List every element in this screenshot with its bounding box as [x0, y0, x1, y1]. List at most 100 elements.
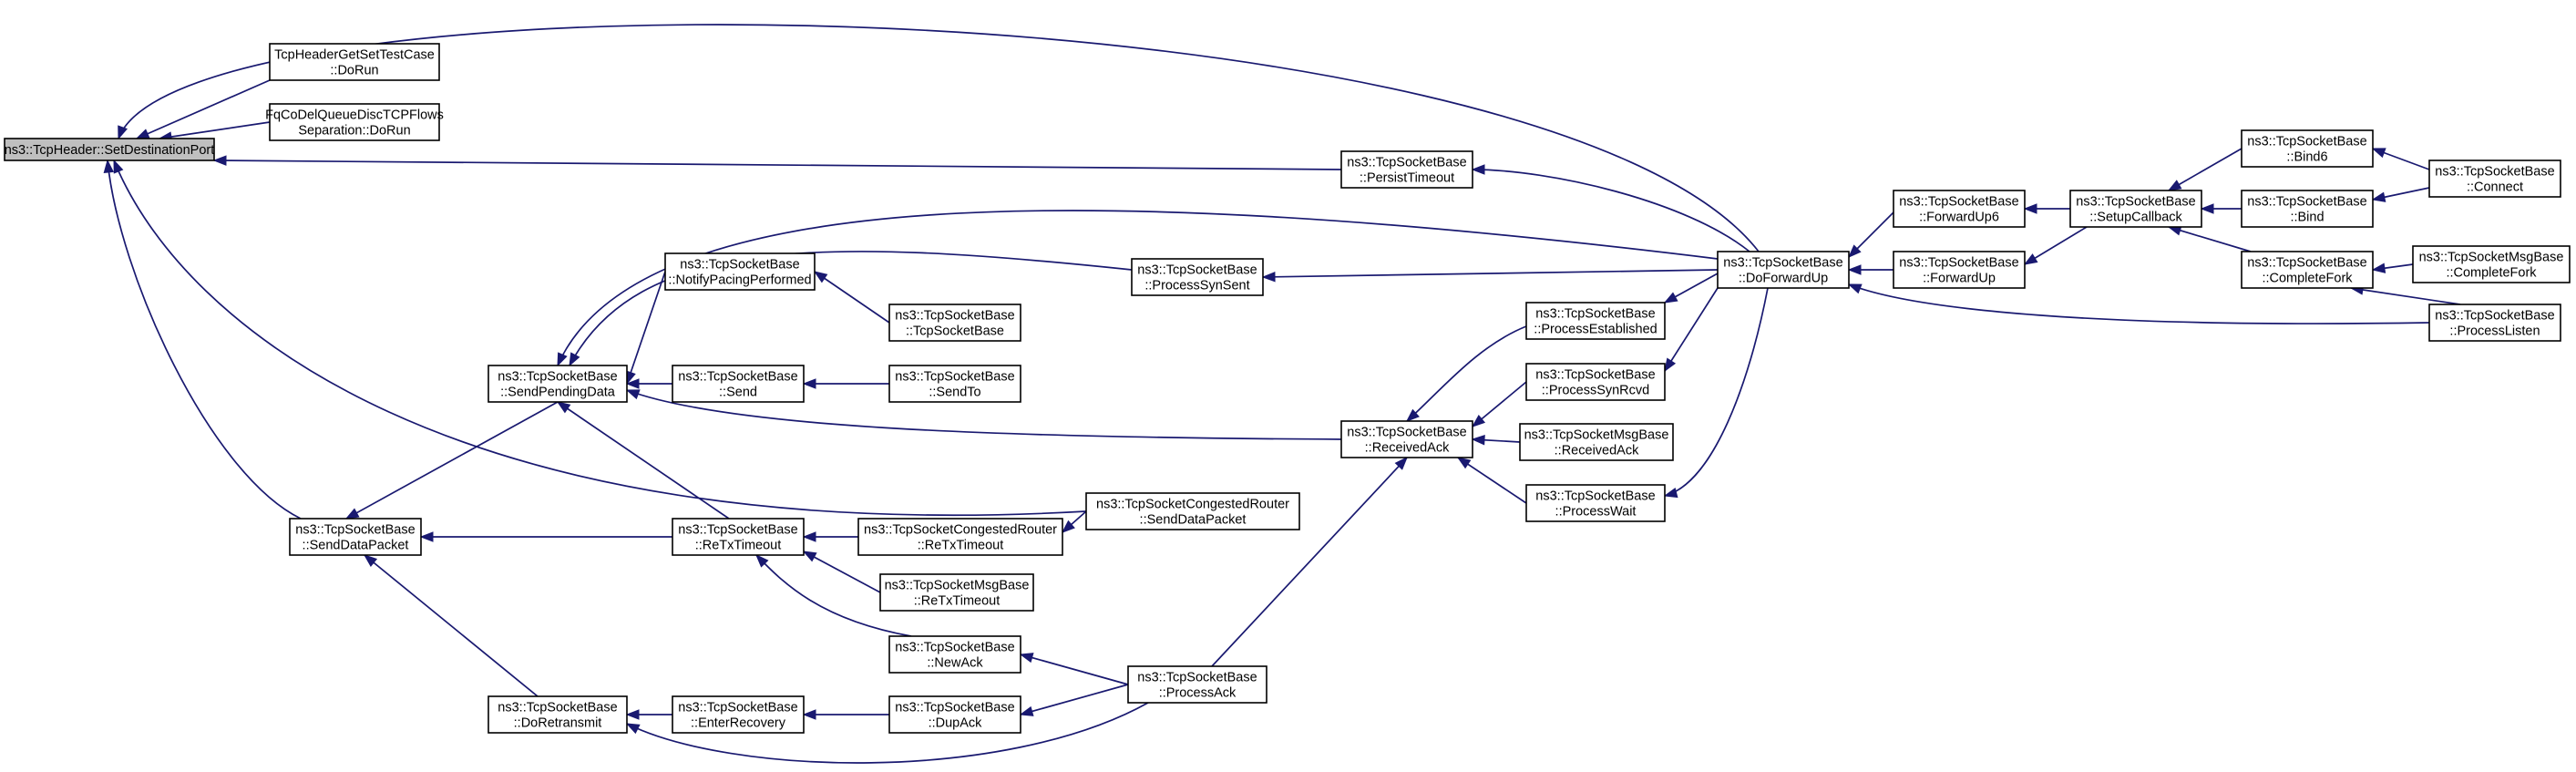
node-label-line: ::DoRetransmit: [514, 716, 602, 731]
node-recv-ack[interactable]: ns3::TcpSocketBase::ReceivedAck: [1340, 420, 1473, 458]
node-label-line: ::PersistTimeout: [1360, 171, 1454, 186]
edge-persist-to-root: [213, 160, 1342, 170]
node-label-line: ns3::TcpSocketBase: [895, 370, 1014, 385]
edge-proc-ack-to-recv-ack: [1211, 457, 1408, 667]
edge-do-fwd-to-persist-arrowhead: [1471, 164, 1485, 175]
node-label-line: ::SendPendingData: [500, 386, 616, 400]
node-do-fwd[interactable]: ns3::TcpSocketBase::DoForwardUp: [1717, 251, 1850, 289]
node-label-line: ns3::TcpSocketBase: [895, 641, 1014, 655]
node-cong-retx[interactable]: ns3::TcpSocketCongestedRouter::ReTxTimeo…: [857, 518, 1063, 556]
node-box: [879, 573, 1034, 612]
node-label-line: ::ForwardUp: [1923, 272, 1996, 286]
node-connect[interactable]: ns3::TcpSocketBase::Connect: [2428, 160, 2561, 198]
node-box: [1525, 302, 1666, 340]
node-persist[interactable]: ns3::TcpSocketBase::PersistTimeout: [1340, 150, 1473, 189]
node-label-line: ::ProcessSynRcvd: [1542, 384, 1649, 398]
node-msg-retx[interactable]: ns3::TcpSocketMsgBase::ReTxTimeout: [879, 573, 1034, 612]
node-box: [1085, 492, 1300, 530]
node-box: [487, 695, 628, 734]
edge-do-fwd-to-proc-syn-r-arrowhead: [1664, 357, 1677, 373]
edge-hdr-test-to-root: [136, 79, 271, 139]
node-setup-cb[interactable]: ns3::TcpSocketBase::SetupCallback: [2069, 190, 2202, 228]
node-box: [672, 518, 805, 556]
edge-dup-ack-to-enter-rec-arrowhead: [802, 709, 816, 720]
edge-recv-ack-to-send-pend: [626, 389, 1342, 440]
node-label-line: ns3::TcpSocketBase: [1535, 307, 1655, 322]
node-box: [4, 138, 215, 161]
edge-do-fwd-to-send-pend-arrowhead: [557, 352, 568, 367]
node-proc-ack[interactable]: ns3::TcpSocketBase::ProcessAck: [1127, 665, 1267, 704]
node-label-line: ns3::TcpSocketBase: [2247, 195, 2366, 210]
edge-bind6-to-setup-cb: [2168, 148, 2242, 191]
node-label-line: ns3::TcpSocketBase: [498, 701, 617, 715]
node-label-line: ns3::TcpSocketBase: [678, 701, 797, 715]
node-label-line: ::SetupCallback: [2089, 211, 2182, 225]
node-sock-base[interactable]: ns3::TcpSocketBase::TcpSocketBase: [888, 304, 1021, 342]
node-label-line: ns3::TcpSocketBase: [678, 370, 797, 385]
node-box: [857, 518, 1063, 556]
node-msg-recv[interactable]: ns3::TcpSocketMsgBase::ReceivedAck: [1519, 423, 1674, 461]
edge-re-tx-to-send-pend: [557, 401, 730, 520]
node-dup-ack[interactable]: ns3::TcpSocketBase::DupAck: [888, 695, 1021, 734]
node-notify[interactable]: ns3::TcpSocketBase::NotifyPacingPerforme…: [664, 252, 816, 291]
node-fwd-up6[interactable]: ns3::TcpSocketBase::ForwardUp6: [1893, 190, 2026, 228]
node-box: [888, 304, 1021, 342]
node-root[interactable]: ns3::TcpHeader::SetDestinationPort: [4, 138, 215, 161]
node-proc-syn-r[interactable]: ns3::TcpSocketBase::ProcessSynRcvd: [1525, 363, 1666, 401]
edge-send-data-to-root-arrowhead: [103, 159, 115, 173]
node-new-ack[interactable]: ns3::TcpSocketBase::NewAck: [888, 635, 1021, 674]
node-box: [1340, 420, 1473, 458]
edge-cong-send-to-root-arrowhead: [113, 159, 124, 174]
node-bind6[interactable]: ns3::TcpSocketBase::Bind6: [2241, 129, 2374, 168]
node-cong-send[interactable]: ns3::TcpSocketCongestedRouter::SendDataP…: [1085, 492, 1300, 530]
node-layer: ns3::TcpHeader::SetDestinationPort TcpHea…: [4, 43, 2571, 734]
node-box: [1519, 423, 1674, 461]
node-do-retx[interactable]: ns3::TcpSocketBase::DoRetransmit: [487, 695, 628, 734]
node-box: [2241, 190, 2374, 228]
node-box: [1127, 665, 1267, 704]
edge-do-fwd-to-persist: [1472, 169, 1750, 252]
node-hdr-test[interactable]: TcpHeaderGetSetTestCase::DoRun: [269, 43, 440, 81]
node-label-line: ::SendTo: [929, 386, 980, 400]
node-label-line: Separation::DoRun: [298, 124, 410, 139]
node-label-line: ::ProcessSynSent: [1144, 279, 1249, 293]
node-box: [672, 695, 805, 734]
edge-connect-to-bind6-arrowhead: [2371, 148, 2386, 159]
node-label-line: ns3::TcpHeader::SetDestinationPort: [5, 143, 215, 158]
node-box: [2241, 251, 2374, 289]
node-label-line: ns3::TcpSocketBase: [1137, 263, 1257, 278]
edge-send-pend-to-send-data: [345, 401, 559, 520]
edge-proc-ack-to-recv-ack-arrowhead: [1394, 456, 1408, 470]
node-re-tx[interactable]: ns3::TcpSocketBase::ReTxTimeout: [672, 518, 805, 556]
node-proc-est[interactable]: ns3::TcpSocketBase::ProcessEstablished: [1525, 302, 1666, 340]
edge-syn-sent-to-send-pend-arrowhead: [569, 352, 580, 367]
edge-do-fwd-to-proc-wait: [1664, 287, 1769, 497]
edge-proc-ack-to-do-retx: [626, 702, 1149, 764]
node-comp-fork[interactable]: ns3::TcpSocketBase::CompleteFork: [2241, 251, 2374, 289]
node-label-line: ::DoForwardUp: [1739, 272, 1828, 286]
node-enter-rec[interactable]: ns3::TcpSocketBase::EnterRecovery: [672, 695, 805, 734]
node-fq-codel[interactable]: FqCoDelQueueDiscTCPFlowsSeparation::DoRu…: [265, 103, 444, 141]
node-syn-sent[interactable]: ns3::TcpSocketBase::ProcessSynSent: [1131, 258, 1264, 296]
node-send-pend[interactable]: ns3::TcpSocketBase::SendPendingData: [487, 365, 628, 403]
edge-recv-ack-to-send-pend-arrowhead: [625, 389, 641, 400]
node-label-line: ::SendDataPacket: [1140, 513, 1247, 528]
edge-cong-send-to-root: [113, 160, 1087, 516]
node-box: [269, 103, 440, 141]
edge-do-fwd-to-proc-wait-arrowhead: [1663, 488, 1678, 499]
node-label-line: ns3::TcpSocketBase: [295, 523, 415, 538]
node-msg-fork[interactable]: ns3::TcpSocketMsgBase::CompleteFork: [2412, 245, 2571, 283]
node-proc-wait[interactable]: ns3::TcpSocketBase::ProcessWait: [1525, 484, 1666, 522]
node-proc-listen[interactable]: ns3::TcpSocketBase::ProcessListen: [2428, 304, 2561, 342]
node-fwd-up[interactable]: ns3::TcpSocketBase::ForwardUp: [1893, 251, 2026, 289]
node-label-line: ::ReTxTimeout: [918, 539, 1004, 553]
node-label-line: ns3::TcpSocketBase: [1347, 426, 1466, 440]
node-bind[interactable]: ns3::TcpSocketBase::Bind: [2241, 190, 2374, 228]
node-box: [1893, 251, 2026, 289]
node-send[interactable]: ns3::TcpSocketBase::Send: [672, 365, 805, 403]
edge-setup-cb-to-fwd-up6-arrowhead: [2023, 203, 2037, 214]
edge-sock-base-to-notify: [814, 271, 890, 324]
node-send-to[interactable]: ns3::TcpSocketBase::SendTo: [888, 365, 1021, 403]
node-send-data[interactable]: ns3::TcpSocketBase::SendDataPacket: [289, 518, 422, 556]
